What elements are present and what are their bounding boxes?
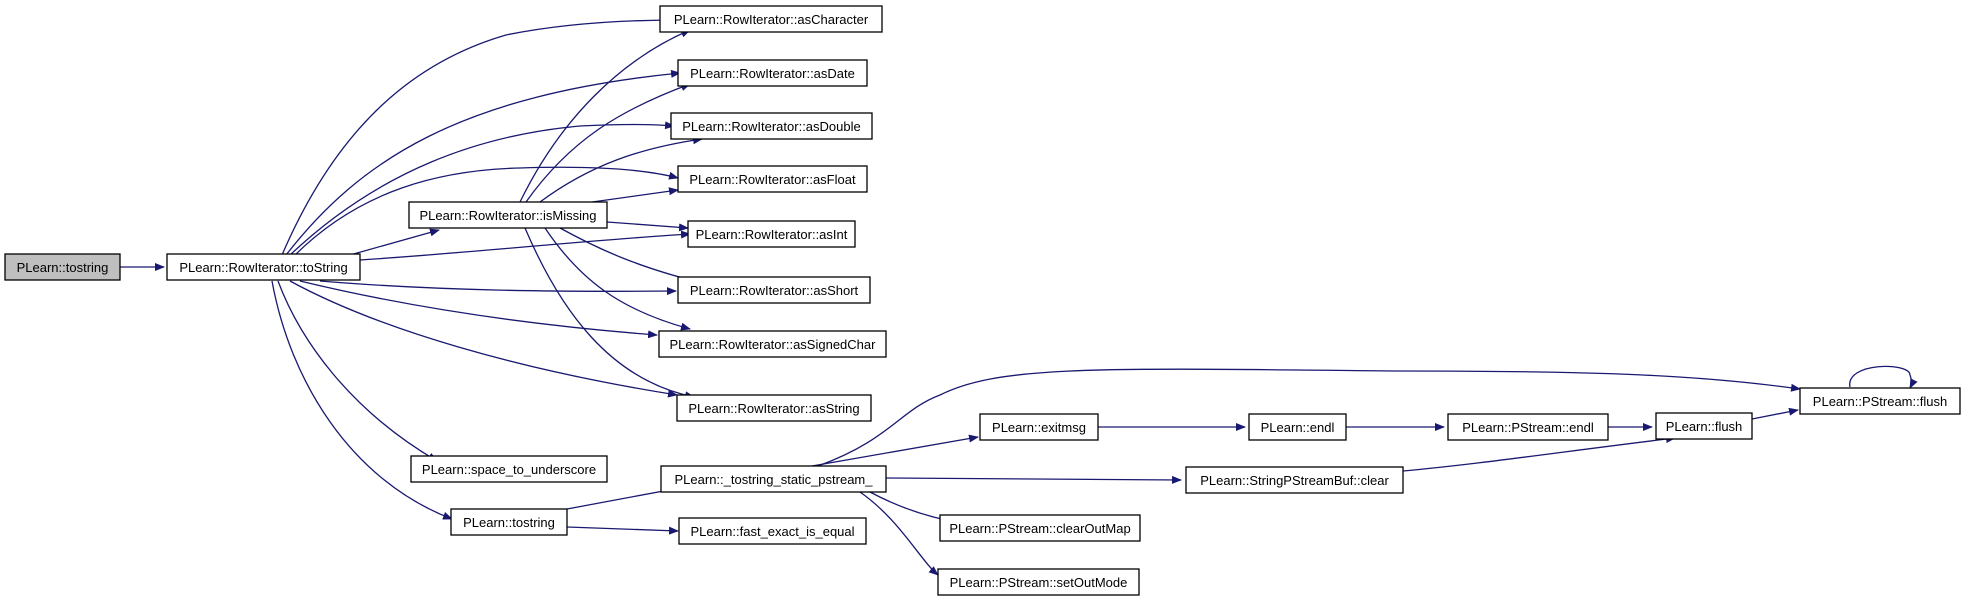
node-rowiterator-ascharacter[interactable]: PLearn::RowIterator::asCharacter <box>659 5 883 33</box>
svg-text:PLearn::RowIterator::isMissing: PLearn::RowIterator::isMissing <box>419 208 596 223</box>
edge-isMissing-to-asCharacter <box>519 29 691 203</box>
edge-toString-to-tostring <box>271 280 453 520</box>
edge-toString-to-space_to_underscore <box>277 280 438 462</box>
node-plearn-tostring-root[interactable]: PLearn::tostring <box>4 253 121 281</box>
svg-text:PLearn::RowIterator::asDouble: PLearn::RowIterator::asDouble <box>682 119 860 134</box>
edge-toString-to-asSignedChar <box>299 280 658 339</box>
edge-tostring_static-to-pstream_flush <box>817 368 1801 467</box>
svg-text:PLearn::RowIterator::asSignedC: PLearn::RowIterator::asSignedChar <box>670 337 877 352</box>
node-rowiterator-asfloat[interactable]: PLearn::RowIterator::asFloat <box>677 165 868 193</box>
svg-text:PLearn::StringPStreamBuf::clea: PLearn::StringPStreamBuf::clear <box>1200 473 1389 488</box>
node-plearn-tostring[interactable]: PLearn::tostring <box>450 508 568 536</box>
edge-tostring2-to-fast_exact <box>566 526 679 535</box>
node-exitmsg[interactable]: PLearn::exitmsg <box>979 413 1099 441</box>
svg-text:PLearn::RowIterator::asFloat: PLearn::RowIterator::asFloat <box>689 172 856 187</box>
svg-text:PLearn::RowIterator::toString: PLearn::RowIterator::toString <box>179 260 347 275</box>
node-rowiterator-tostring[interactable]: PLearn::RowIterator::toString <box>166 253 361 281</box>
node-fast-exact-is-equal[interactable]: PLearn::fast_exact_is_equal <box>678 517 867 545</box>
edge-toString-to-asDate <box>285 69 681 256</box>
edge-tostring_static-to-exitmsg <box>811 434 979 467</box>
svg-text:PLearn::tostring: PLearn::tostring <box>463 515 555 530</box>
node-endl[interactable]: PLearn::endl <box>1248 413 1347 441</box>
node-rowiterator-asdouble[interactable]: PLearn::RowIterator::asDouble <box>670 112 873 140</box>
edge-sps_clear-to-flush <box>1402 435 1676 472</box>
edge-toString-to-asDouble <box>289 121 675 256</box>
svg-text:PLearn::PStream::flush: PLearn::PStream::flush <box>1813 394 1947 409</box>
node-rowiterator-assignedchar[interactable]: PLearn::RowIterator::asSignedChar <box>658 330 887 358</box>
node-rowiterator-asint[interactable]: PLearn::RowIterator::asInt <box>687 220 856 248</box>
svg-text:PLearn::exitmsg: PLearn::exitmsg <box>992 420 1086 435</box>
edge-isMissing-to-asDouble <box>539 136 703 203</box>
svg-text:PLearn::RowIterator::asShort: PLearn::RowIterator::asShort <box>690 283 859 298</box>
edge-isMissing-to-asShort <box>559 227 707 286</box>
node-pstream-endl[interactable]: PLearn::PStream::endl <box>1447 413 1609 441</box>
svg-text:PLearn::RowIterator::asCharact: PLearn::RowIterator::asCharacter <box>674 12 869 27</box>
svg-text:PLearn::flush: PLearn::flush <box>1666 419 1743 434</box>
edge-tostring_static-to-setOutMode <box>859 491 939 576</box>
node-space-to-underscore[interactable]: PLearn::space_to_underscore <box>410 455 608 483</box>
svg-text:PLearn::PStream::endl: PLearn::PStream::endl <box>1462 420 1594 435</box>
node-rowiterator-asstring[interactable]: PLearn::RowIterator::asString <box>676 394 872 422</box>
svg-text:PLearn::RowIterator::asInt: PLearn::RowIterator::asInt <box>696 227 848 242</box>
node-pstream-setoutmode[interactable]: PLearn::PStream::setOutMode <box>937 568 1140 596</box>
edge-isMissing-to-asFloat <box>584 187 679 204</box>
edge-tostring_static-to-sps_clear <box>885 475 1182 484</box>
node-pstream-flush[interactable]: PLearn::PStream::flush <box>1799 387 1961 415</box>
edge-isMissing-to-asSignedChar <box>544 227 691 331</box>
svg-text:PLearn::tostring: PLearn::tostring <box>17 260 109 275</box>
node-tostring-static-pstream[interactable]: PLearn::_tostring_static_pstream_ <box>660 465 887 493</box>
svg-text:PLearn::PStream::clearOutMap: PLearn::PStream::clearOutMap <box>949 521 1130 536</box>
edge-toString-to-asCharacter <box>281 16 681 256</box>
edge-toString-to-isMissing <box>349 228 440 256</box>
svg-text:PLearn::RowIterator::asString: PLearn::RowIterator::asString <box>688 401 859 416</box>
svg-text:PLearn::endl: PLearn::endl <box>1261 420 1335 435</box>
svg-text:PLearn::RowIterator::asDate: PLearn::RowIterator::asDate <box>690 66 855 81</box>
edge-isMissing-to-asDate <box>525 83 691 203</box>
svg-text:PLearn::_tostring_static_pstre: PLearn::_tostring_static_pstream_ <box>675 472 874 487</box>
svg-text:PLearn::PStream::setOutMode: PLearn::PStream::setOutMode <box>950 575 1128 590</box>
node-pstream-clearoutmap[interactable]: PLearn::PStream::clearOutMap <box>939 514 1141 542</box>
edge-toString-to-asString <box>289 280 678 398</box>
svg-text:PLearn::space_to_underscore: PLearn::space_to_underscore <box>422 462 596 477</box>
edge-isMissing-to-asString <box>524 227 695 400</box>
node-rowiterator-asshort[interactable]: PLearn::RowIterator::asShort <box>677 276 871 304</box>
svg-text:PLearn::fast_exact_is_equal: PLearn::fast_exact_is_equal <box>690 524 854 539</box>
edge-flush-to-pstream_flush <box>1751 407 1799 420</box>
edge-toString-to-asFloat <box>293 166 679 257</box>
edge-isMissing-to-asInt <box>606 221 689 232</box>
node-flush[interactable]: PLearn::flush <box>1655 412 1753 440</box>
edge-toString-to-asShort <box>319 280 677 296</box>
node-stringpstreambuf-clear[interactable]: PLearn::StringPStreamBuf::clear <box>1185 466 1404 494</box>
node-rowiterator-asdate[interactable]: PLearn::RowIterator::asDate <box>677 59 868 87</box>
edge-pstream_flush-self-loop <box>1849 365 1918 389</box>
node-rowiterator-ismissing[interactable]: PLearn::RowIterator::isMissing <box>408 201 608 229</box>
